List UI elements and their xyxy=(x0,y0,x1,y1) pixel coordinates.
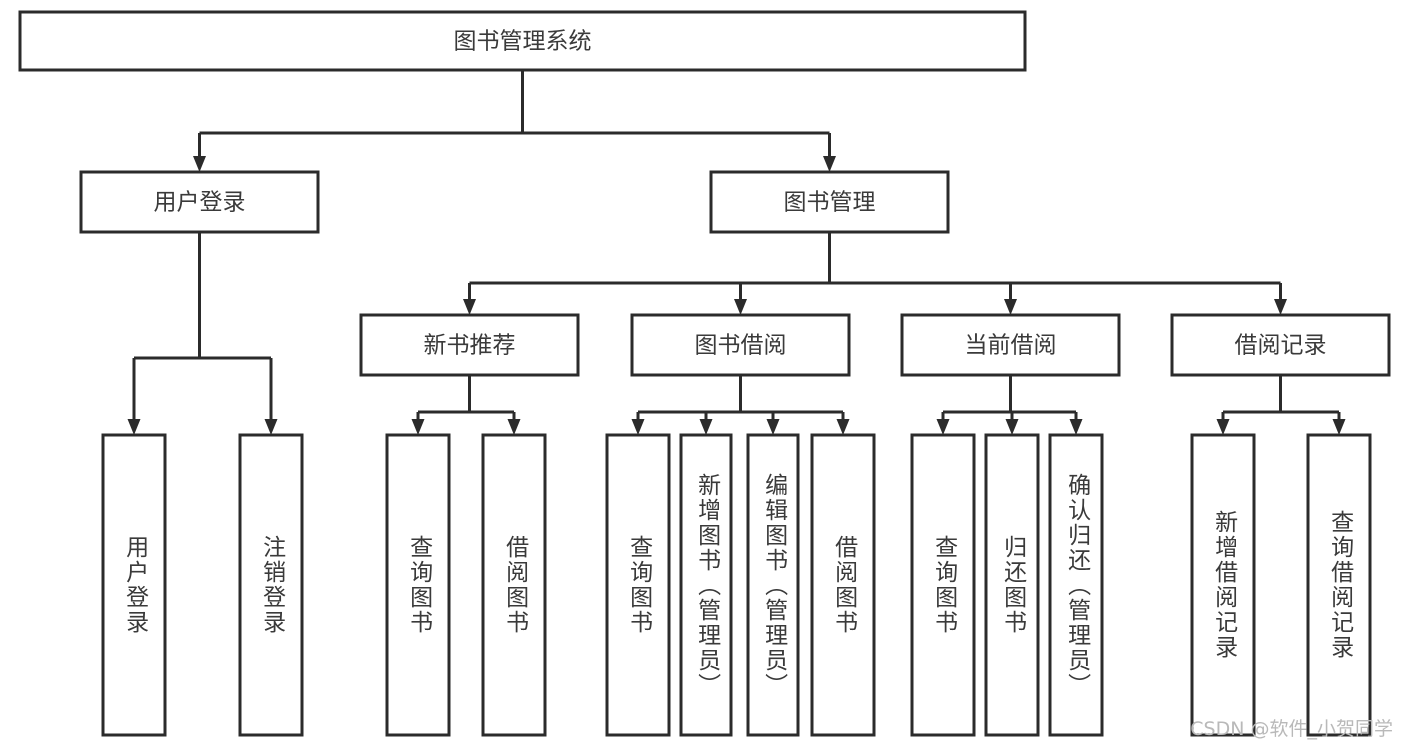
arrow-head-icon xyxy=(1274,299,1287,315)
node-label: 图书借阅 xyxy=(695,333,787,359)
node-leaf-borrow-book-2[interactable] xyxy=(810,433,876,737)
watermark-credit: CSDN @软件_小贺同学 xyxy=(1190,718,1393,740)
node-book-manage[interactable]: 图书管理 xyxy=(709,170,950,234)
node-box[interactable] xyxy=(984,433,1040,737)
node-leaf-borrow-book-1[interactable] xyxy=(481,433,547,737)
node-box[interactable] xyxy=(1170,313,1391,377)
arrow-head-icon xyxy=(699,419,713,435)
node-box[interactable] xyxy=(810,433,876,737)
node-user-login[interactable]: 用户登录 xyxy=(79,170,320,234)
arrow-head-icon xyxy=(507,419,521,435)
node-borrow-record[interactable]: 借阅记录 xyxy=(1170,313,1391,377)
arrow-head-icon xyxy=(836,419,850,435)
arrow-head-icon xyxy=(193,156,206,172)
node-leaf-add-book[interactable] xyxy=(679,433,733,737)
node-label: 当前借阅 xyxy=(965,333,1057,359)
connector-group-user-login xyxy=(127,232,278,435)
node-box[interactable] xyxy=(359,313,580,377)
node-box[interactable] xyxy=(630,313,851,377)
node-box[interactable] xyxy=(101,433,167,737)
arrow-head-icon xyxy=(734,299,747,315)
node-leaf-query-book-1[interactable] xyxy=(385,433,451,737)
node-box[interactable] xyxy=(238,433,304,737)
connector-group-book-manage xyxy=(463,232,1287,315)
arrow-head-icon xyxy=(1004,299,1017,315)
connector-group-root xyxy=(193,70,836,172)
arrow-head-icon xyxy=(823,156,836,172)
node-leaf-logout[interactable] xyxy=(238,433,304,737)
node-current-borrow[interactable]: 当前借阅 xyxy=(900,313,1121,377)
node-box[interactable] xyxy=(79,170,320,234)
node-box[interactable] xyxy=(1306,433,1372,737)
connector-group-borrow-record xyxy=(1216,375,1346,435)
node-leaf-add-record[interactable] xyxy=(1190,433,1256,737)
node-box[interactable] xyxy=(385,433,451,737)
node-leaf-return-book[interactable] xyxy=(984,433,1040,737)
node-box[interactable] xyxy=(481,433,547,737)
edges-layer xyxy=(127,70,1346,435)
node-label: 用户登录 xyxy=(154,190,246,216)
node-leaf-query-book-2[interactable] xyxy=(605,433,671,737)
node-box[interactable] xyxy=(18,10,1027,72)
node-leaf-edit-book[interactable] xyxy=(746,433,800,737)
node-box[interactable] xyxy=(746,433,800,737)
node-box[interactable] xyxy=(605,433,671,737)
node-box[interactable] xyxy=(910,433,976,737)
node-label: 图书管理系统 xyxy=(454,29,592,55)
arrow-head-icon xyxy=(463,299,476,315)
node-box[interactable] xyxy=(679,433,733,737)
connector-group-current-borrow xyxy=(936,375,1083,435)
connector-group-new-book-rec xyxy=(411,375,521,435)
node-leaf-confirm-return[interactable] xyxy=(1048,433,1104,737)
node-label: 图书管理 xyxy=(784,190,876,216)
node-leaf-user-login[interactable] xyxy=(101,433,167,737)
node-box[interactable] xyxy=(1190,433,1256,737)
node-leaf-query-book-3[interactable] xyxy=(910,433,976,737)
arrow-head-icon xyxy=(1332,419,1346,435)
arrow-head-icon xyxy=(631,419,645,435)
node-box[interactable] xyxy=(900,313,1121,377)
node-label: 新书推荐 xyxy=(424,333,516,359)
connector-group-book-borrow xyxy=(631,375,850,435)
arrow-head-icon xyxy=(1216,419,1230,435)
arrow-head-icon xyxy=(1005,419,1019,435)
arrow-head-icon xyxy=(411,419,425,435)
node-leaf-query-record[interactable] xyxy=(1306,433,1372,737)
node-box[interactable] xyxy=(1048,433,1104,737)
node-box[interactable] xyxy=(709,170,950,234)
node-root[interactable]: 图书管理系统 xyxy=(18,10,1027,72)
node-new-book-rec[interactable]: 新书推荐 xyxy=(359,313,580,377)
node-label: 借阅记录 xyxy=(1235,333,1327,359)
arrow-head-icon xyxy=(127,419,141,435)
node-book-borrow[interactable]: 图书借阅 xyxy=(630,313,851,377)
arrow-head-icon xyxy=(264,419,278,435)
arrow-head-icon xyxy=(766,419,780,435)
arrow-head-icon xyxy=(936,419,950,435)
arrow-head-icon xyxy=(1069,419,1083,435)
